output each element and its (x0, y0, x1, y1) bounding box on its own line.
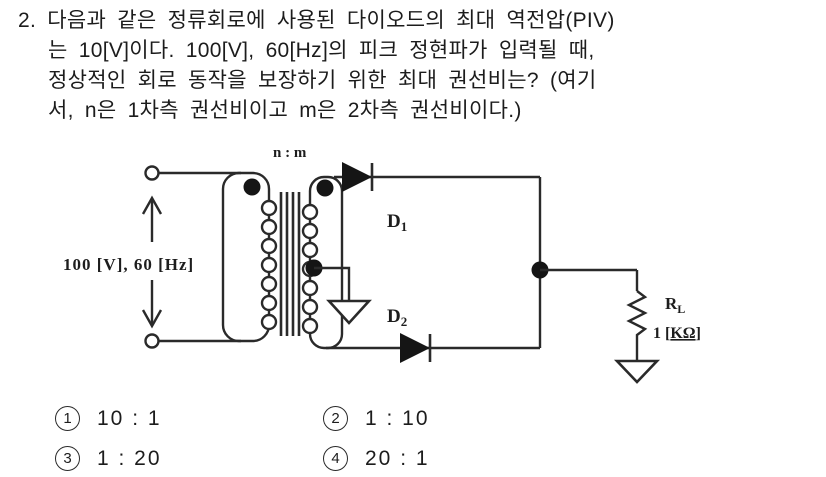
arrow-up-icon (141, 195, 163, 242)
source-voltage-label: 100 [V], 60 [Hz] (63, 255, 194, 274)
input-terminal-bottom (144, 333, 160, 349)
answer-option-1: 1 10 : 1 (55, 406, 162, 431)
answer-option-2: 2 1 : 10 (323, 406, 430, 431)
option-3-number: 3 (55, 446, 80, 471)
secondary-coil (301, 203, 319, 335)
primary-coil (260, 199, 278, 331)
primary-phase-dot (243, 178, 261, 196)
load-ground-icon (613, 359, 661, 384)
primary-winding-outline (221, 171, 271, 343)
option-4-number: 4 (323, 446, 348, 471)
option-2-number: 2 (323, 406, 348, 431)
turns-ratio-label: n : m (273, 145, 307, 161)
load-resistor-label: RL (665, 294, 685, 316)
diode-d1 (342, 162, 374, 192)
rectifier-circuit-diagram: 100 [V], 60 [Hz] n : m D1 D2 (55, 140, 735, 390)
center-tap-wire (314, 266, 351, 301)
option-1-number: 1 (55, 406, 80, 431)
circuit-svg: 100 [V], 60 [Hz] n : m D1 D2 (63, 145, 701, 384)
diode-d2 (400, 333, 432, 363)
question-line-4: 서, n은 1차측 권선비이고 m은 2차측 권선비이다.) (48, 99, 522, 122)
input-terminal-top (144, 165, 160, 181)
load-resistor (626, 290, 648, 361)
option-1-text: 10 : 1 (97, 406, 162, 430)
option-4-text: 20 : 1 (365, 446, 430, 470)
question-line-2: 는 10[V]이다. 100[V], 60[Hz]의 피크 정현파가 입력될 때… (48, 39, 595, 62)
answer-option-3: 3 1 : 20 (55, 446, 162, 471)
transformer-core (279, 192, 301, 336)
secondary-phase-dot (316, 179, 334, 197)
question-line-3: 정상적인 회로 동작을 보장하기 위한 최대 권선비는? (여기 (48, 69, 597, 92)
answer-option-4: 4 20 : 1 (323, 446, 430, 471)
load-resistor-value: 1 [KΩ] (653, 325, 701, 342)
arrow-down-icon (141, 280, 163, 329)
option-2-text: 1 : 10 (365, 406, 430, 430)
option-3-text: 1 : 20 (97, 446, 162, 470)
diode-d1-label: D1 (387, 211, 407, 234)
ground-icon (326, 299, 372, 325)
question-text: 2. 다음과 같은 정류회로에 사용된 다이오드의 최대 역전압(PIV) 는 … (18, 6, 818, 126)
diode-d2-label: D2 (387, 306, 407, 329)
question-line-1: 2. 다음과 같은 정류회로에 사용된 다이오드의 최대 역전압(PIV) (18, 9, 615, 32)
